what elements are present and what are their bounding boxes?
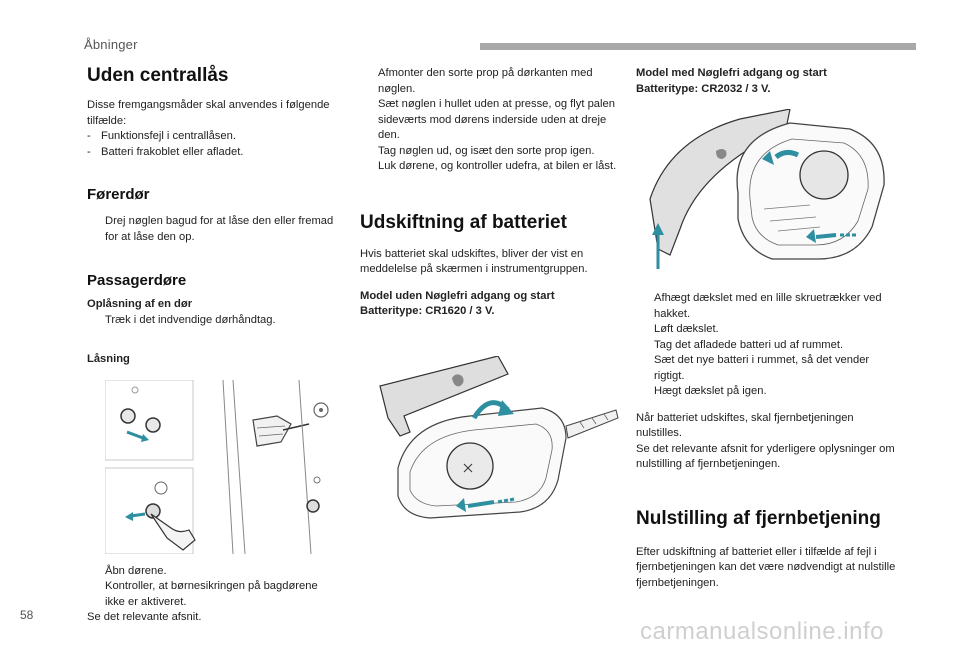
intro-text: Disse fremgangsmåder skal anvendes i føl… <box>87 99 330 127</box>
step-item: Sæt det nye batteri i rummet, så det ven… <box>654 354 870 382</box>
model-title: Model med Nøglefri adgang og start <box>636 67 827 79</box>
case-item: -Funktionsfejl i centrallåsen. <box>87 129 339 145</box>
column-2: Afmonter den sorte prop på dørkanten med… <box>360 66 622 521</box>
model-title: Model uden Nøglefri adgang og start <box>360 289 555 302</box>
column-3: Model med Nøglefri adgang og start Batte… <box>636 66 898 591</box>
key-battery-illustration <box>370 355 622 521</box>
step-item: Træk i det indvendige dørhåndtag. <box>105 313 276 326</box>
note-text: Se det relevante afsnit. <box>87 611 202 623</box>
battery-intro: Hvis batteriet skal udskiftes, bliver de… <box>360 247 588 276</box>
column-1: Uden centrallås Disse fremgangsmåder ska… <box>87 64 339 626</box>
section-title-uden-centrallas: Uden centrallås <box>87 65 229 86</box>
step-item: Afhægt dækslet med en lille skruetrækker… <box>654 292 882 320</box>
step-item: Kontroller, at børnesikringen på bagdøre… <box>105 580 318 608</box>
watermark: carmanualsonline.info <box>640 618 884 645</box>
battery-type: Batteritype: CR2032 / 3 V. <box>636 82 771 95</box>
reset-info: Når batteriet udskiftes, skal fjernbetje… <box>636 411 854 440</box>
section-title-udskiftning: Udskiftning af batteriet <box>360 211 567 233</box>
step-item: Hægt dækslet på igen. <box>654 385 767 397</box>
dash-marker: - <box>87 145 91 158</box>
step-item: Luk dørene, og kontroller udefra, at bil… <box>378 160 617 172</box>
battery-type: Batteritype: CR1620 / 3 V. <box>360 305 495 317</box>
lock-title: Låsning <box>87 353 130 365</box>
step-item: Sæt nøglen i hullet uden at presse, og f… <box>378 98 615 141</box>
step-item: Tag det afladede batteri ud af rummet. <box>654 338 844 351</box>
header-bar <box>480 43 916 50</box>
step-item: Åbn dørene. <box>105 564 167 577</box>
dash-marker: - <box>87 130 91 142</box>
step-item: Løft dækslet. <box>654 323 719 335</box>
step-item: Drej nøglen bagud for at låse den eller … <box>105 215 334 243</box>
reset-reference: Se det relevante afsnit for yderligere o… <box>636 442 895 471</box>
reset-text: Efter udskiftning af batteriet eller i t… <box>636 545 896 589</box>
unlock-title: Oplåsning af en dør <box>87 298 193 310</box>
subsection-title-forerdor: Førerdør <box>87 186 150 203</box>
section-title-nulstilling: Nulstilling af fjernbetjening <box>636 507 881 529</box>
keyless-key-battery-illustration <box>640 109 898 279</box>
door-lock-illustration <box>105 379 339 554</box>
page-number: 58 <box>20 608 34 622</box>
step-item: Afmonter den sorte prop på dørkanten med… <box>378 67 593 95</box>
step-item: Tag nøglen ud, og isæt den sorte prop ig… <box>378 144 595 157</box>
chapter-title: Åbninger <box>84 37 138 52</box>
subsection-title-passagerdore: Passagerdøre <box>87 272 187 289</box>
case-item: -Batteri frakoblet eller afladet. <box>87 145 339 161</box>
